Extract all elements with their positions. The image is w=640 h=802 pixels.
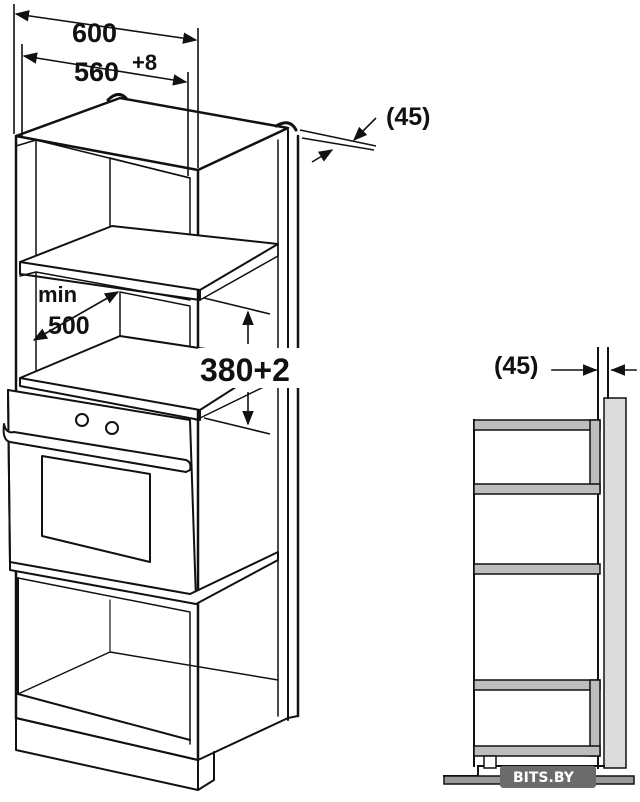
overall-width-label: 600	[72, 18, 117, 48]
dimension-arrow-icon	[32, 291, 120, 341]
side-section-view	[443, 347, 637, 785]
niche-height-label-bg	[198, 348, 302, 388]
watermark: BITS.BY	[500, 766, 596, 788]
section-shelf-bottom	[473, 745, 601, 757]
depth-offset-top-label: (45)	[386, 103, 430, 131]
depth-offset-side-label: (45)	[494, 352, 538, 380]
niche-height-label: 380+2	[200, 352, 290, 388]
niche-width-tolerance: +8	[132, 50, 157, 75]
section-shelf-upper	[473, 483, 601, 495]
side-panel	[603, 397, 627, 769]
dimension-arrow-icon	[352, 117, 377, 142]
min-depth-label-line1: min	[38, 282, 77, 307]
dimension-lines	[13, 4, 377, 435]
section-shelf-lower	[473, 679, 601, 691]
section-shelf-top	[473, 419, 601, 431]
watermark-text: BITS.BY	[513, 770, 575, 786]
dimension-arrow-icon	[14, 10, 198, 44]
dimension-arrow-icon	[22, 52, 188, 86]
niche-width-label: 560	[74, 57, 119, 87]
min-depth-label-line2: 500	[48, 312, 90, 340]
section-shelf-middle	[473, 563, 601, 575]
dimension-arrow-icon	[311, 149, 334, 163]
tall-cabinet	[2, 93, 300, 791]
